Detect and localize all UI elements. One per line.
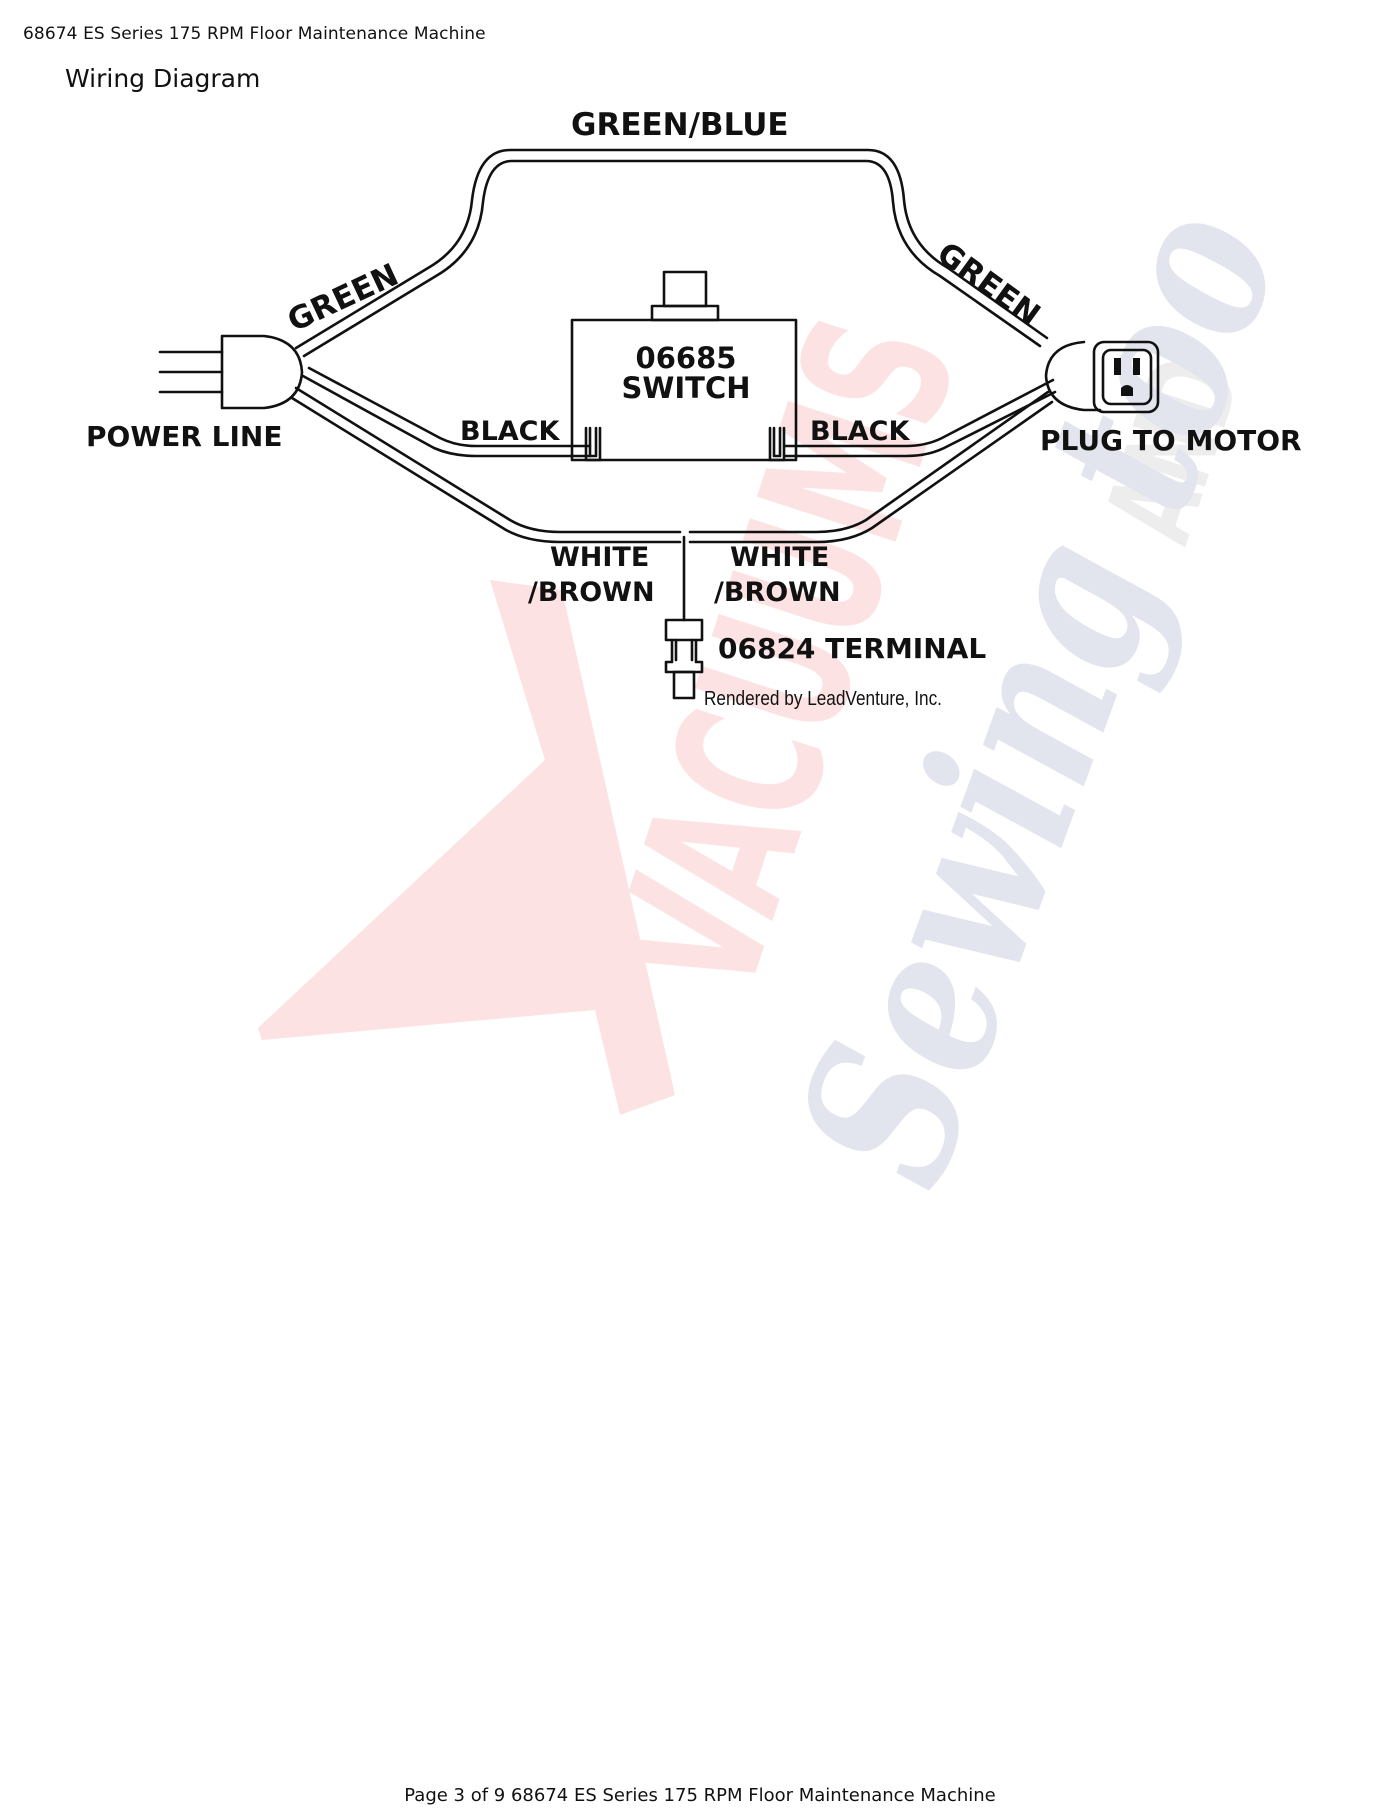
switch-button xyxy=(662,270,708,308)
watermark-v-shape xyxy=(258,580,675,1115)
label-white-right-bottom: /BROWN xyxy=(714,577,841,608)
wire-white-left-a xyxy=(294,386,682,534)
label-power-line: POWER LINE xyxy=(86,420,282,453)
wire-green-left-inner xyxy=(302,159,1042,358)
wire-black-left-a xyxy=(307,366,592,448)
page-footer: Page 3 of 9 68674 ES Series 175 RPM Floo… xyxy=(404,1785,996,1806)
switch-terminal-left xyxy=(584,426,602,462)
label-plug-to-motor: PLUG TO MOTOR xyxy=(1040,424,1302,457)
label-black-left: BLACK xyxy=(460,416,560,447)
wire-black-right-b xyxy=(783,390,1057,458)
label-switch-name: SWITCH xyxy=(622,371,751,405)
label-credit: Rendered by LeadVenture, Inc. xyxy=(704,687,942,710)
wire-green-left xyxy=(294,148,1049,350)
switch-terminal-right xyxy=(768,426,786,462)
label-green-blue: GREEN/BLUE xyxy=(571,107,789,143)
label-black-right: BLACK xyxy=(810,416,910,447)
power-line-plug xyxy=(158,334,304,410)
label-green-left: GREEN xyxy=(282,257,404,339)
label-switch-number: 06685 xyxy=(636,341,737,375)
label-white-right-top: WHITE xyxy=(730,542,829,573)
label-green-right: GREEN xyxy=(930,235,1046,333)
label-white-left-top: WHITE xyxy=(550,542,649,573)
page-header: 68674 ES Series 175 RPM Floor Maintenanc… xyxy=(23,24,486,44)
terminal-06824 xyxy=(664,618,704,700)
wire-white-right-a xyxy=(688,390,1050,534)
switch-button-base xyxy=(650,304,720,322)
wire-white-left-b xyxy=(290,396,682,544)
label-white-left-bottom: /BROWN xyxy=(528,577,655,608)
switch-body xyxy=(570,318,798,462)
plug-to-motor-receptacle xyxy=(1044,340,1160,414)
wire-black-right-a xyxy=(783,378,1055,448)
wire-black-left-b xyxy=(301,374,592,458)
section-title: Wiring Diagram xyxy=(65,64,261,93)
wire-white-right-b xyxy=(688,400,1054,544)
switch-06685 xyxy=(570,270,798,462)
label-terminal: 06824 TERMINAL xyxy=(718,632,986,665)
